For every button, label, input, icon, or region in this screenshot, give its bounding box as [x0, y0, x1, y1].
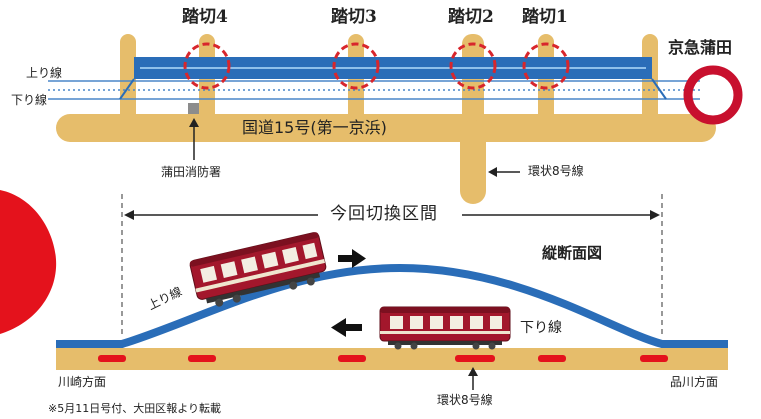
crossing-4-label: 踏切4: [182, 7, 228, 27]
national-road-label: 国道15号(第一京浜): [242, 118, 387, 137]
crossing-1-marker: [522, 42, 570, 90]
fire-station-label: 蒲田消防署: [161, 165, 222, 179]
profile-ring-road-label: 環状8号線: [437, 393, 493, 407]
profile-title: 縦断面図: [542, 244, 603, 262]
up-line-train: [189, 232, 327, 307]
ring-road-8-plan: [460, 120, 486, 204]
ramp-left: [119, 78, 135, 100]
profile-down-line-label: 下り線: [520, 320, 562, 336]
dash-4: [455, 355, 495, 362]
road-stub-left: [120, 34, 136, 130]
crossing-2-label: 踏切2: [448, 7, 494, 27]
dash-5: [538, 355, 566, 362]
crossing-3-label: 踏切3: [331, 7, 377, 27]
ring-road-bottom-arrowhead: [468, 367, 478, 376]
source-note: ※5月11日号付、大田区報より転載: [48, 402, 221, 415]
profile-view: [56, 194, 728, 390]
crossing-4-marker: [183, 42, 231, 90]
plan-view: [48, 34, 743, 204]
down-line-direction-arrow: [331, 318, 362, 337]
span-arrowhead-right: [650, 210, 660, 220]
up-line-direction-arrow: [338, 249, 366, 268]
crossing-3-marker: [332, 42, 380, 90]
station-label: 京急蒲田: [668, 38, 733, 57]
fire-station-marker: [188, 103, 199, 114]
dash-1: [98, 355, 126, 362]
level-crossing-dashes: [98, 355, 668, 362]
plan-down-line-label: 下り線: [11, 93, 48, 107]
dash-3: [338, 355, 366, 362]
dash-2: [188, 355, 216, 362]
ramp-right: [651, 78, 667, 100]
station-ring: [683, 65, 743, 125]
down-line-train: [379, 306, 511, 350]
ring-road-arrowhead: [488, 167, 497, 177]
crossing-1-label: 踏切1: [522, 7, 568, 27]
dash-6: [640, 355, 668, 362]
national-road-15: [56, 114, 716, 142]
plan-ring-road-label: 環状8号線: [528, 164, 584, 178]
plan-up-line-label: 上り線: [26, 66, 63, 80]
span-label: 今回切換区間: [330, 204, 438, 224]
span-arrowhead-left: [124, 210, 134, 220]
crossing-2-marker: [449, 42, 497, 90]
fire-station-arrowhead: [189, 118, 199, 127]
left-end-label: 川崎方面: [58, 375, 107, 389]
elevated-profile: [56, 263, 728, 348]
right-end-label: 品川方面: [670, 375, 719, 389]
ground-road: [56, 348, 728, 370]
red-corner-shape: [0, 190, 57, 334]
